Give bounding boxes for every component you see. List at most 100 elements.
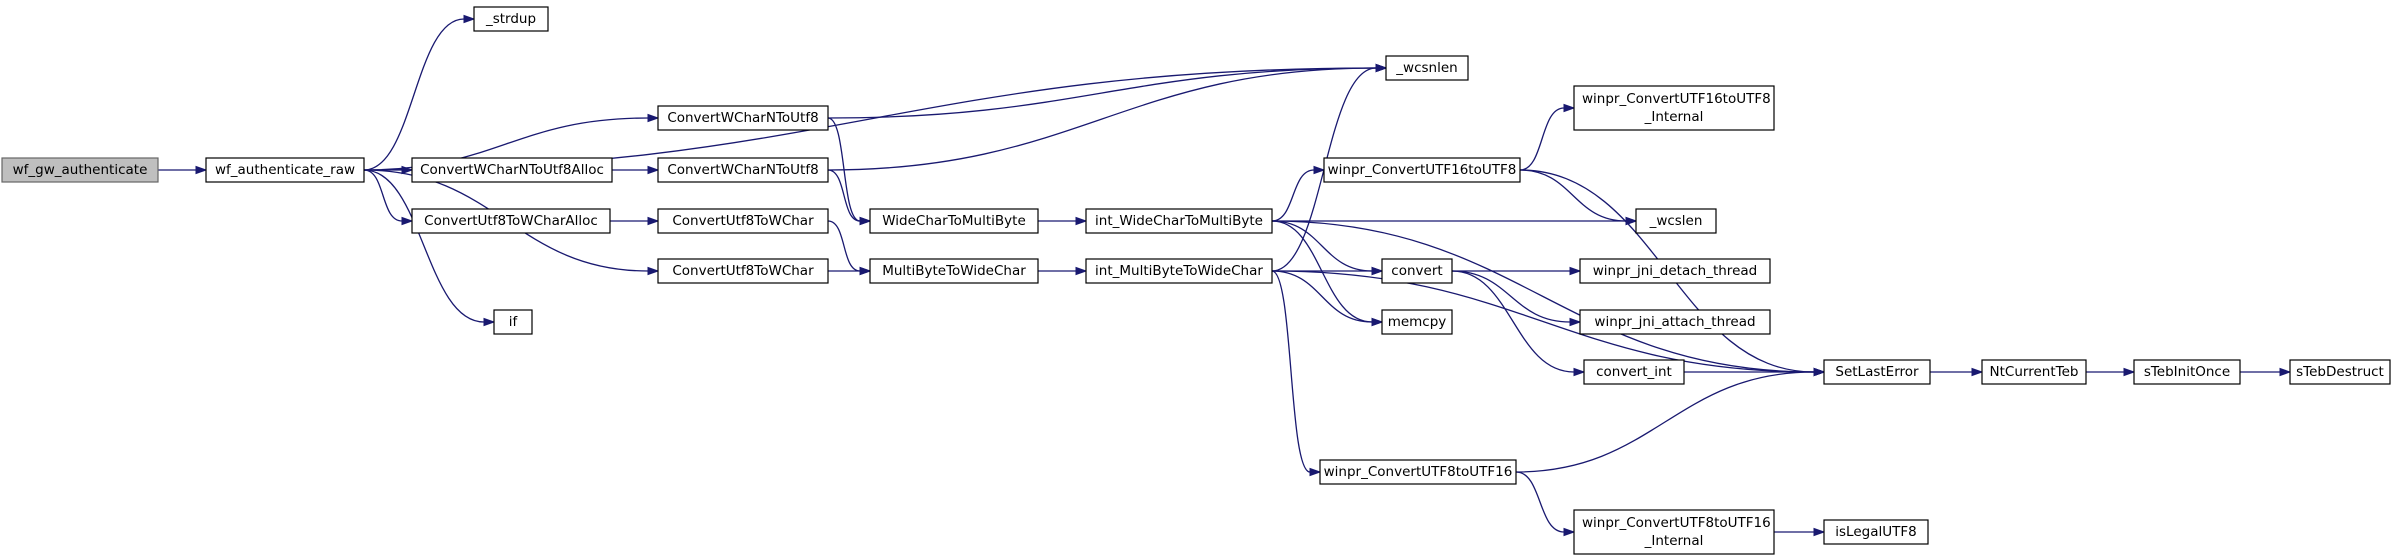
node-int-multibytetowidechar[interactable]: int_MultiByteToWideChar xyxy=(1085,258,1273,284)
arrowhead-icon xyxy=(647,165,660,175)
arrowhead-icon xyxy=(647,216,660,226)
node-box xyxy=(1573,509,1775,555)
arrowhead-icon xyxy=(1813,527,1826,537)
edge-line xyxy=(1271,270,1373,323)
node-label: SetLastError xyxy=(1835,364,1919,380)
arrowhead-icon xyxy=(1375,63,1388,73)
node-wf-authenticate-raw[interactable]: wf_authenticate_raw xyxy=(205,157,365,183)
node-islegalutf8[interactable]: isLegalUTF8 xyxy=(1823,519,1929,545)
edge-line xyxy=(1515,371,1815,473)
node-box xyxy=(1579,258,1771,284)
node-convertutf8towchar-b[interactable]: ConvertUtf8ToWChar xyxy=(657,258,829,284)
edge-convertwcharntoutf8-a-to-widechartomultibyte xyxy=(827,117,872,226)
arrowhead-icon xyxy=(859,266,872,276)
edge-convert-to-winpr-jni-detach-thread xyxy=(1451,266,1582,276)
node-box xyxy=(1323,157,1521,183)
node-widechartomultibyte[interactable]: WideCharToMultiByte xyxy=(869,208,1039,234)
arrowhead-icon xyxy=(2123,367,2136,377)
edge-winpr-convertutf8toutf16-to-winpr-convertutf8toutf16-internal xyxy=(1515,471,1576,537)
arrowhead-icon xyxy=(2279,367,2292,377)
node-box xyxy=(657,208,829,234)
node-label: winpr_jni_detach_thread xyxy=(1593,263,1757,279)
node-wcsnlen[interactable]: _wcsnlen xyxy=(1385,55,1469,81)
node-box xyxy=(1823,519,1929,545)
node-label: _strdup xyxy=(485,11,536,27)
node-box xyxy=(657,157,829,183)
node-box xyxy=(657,258,829,284)
arrowhead-icon xyxy=(1563,527,1576,537)
edge-line xyxy=(827,67,1377,171)
node-label: NtCurrentTeb xyxy=(1990,364,2079,380)
node-box xyxy=(205,157,365,183)
edge-winpr-convertutf16toutf8-to-winpr-convertutf16toutf8-internal xyxy=(1519,103,1576,171)
node-label: wf_gw_authenticate xyxy=(13,162,148,178)
node-if[interactable]: if xyxy=(493,309,533,335)
node-ntcurrentteb[interactable]: NtCurrentTeb xyxy=(1981,359,2087,385)
edge-line xyxy=(827,169,861,222)
node-label: winpr_jni_attach_thread xyxy=(1594,314,1755,330)
edge-winpr-convertutf8toutf16-to-setlasterror xyxy=(1515,367,1826,473)
edge-line xyxy=(1519,169,1627,222)
node-winpr-jni-detach-thread[interactable]: winpr_jni_detach_thread xyxy=(1579,258,1771,284)
node-box xyxy=(1381,258,1453,284)
node-box xyxy=(411,208,611,234)
node-convertutf8towcharalloc[interactable]: ConvertUtf8ToWCharAlloc xyxy=(411,208,611,234)
edge-winpr-convertutf16toutf8-to-wcslen xyxy=(1519,169,1638,226)
arrowhead-icon xyxy=(647,113,660,123)
node-box xyxy=(493,309,533,335)
node-box xyxy=(1823,359,1931,385)
node-winpr-convertutf16toutf8-internal[interactable]: winpr_ConvertUTF16toUTF8 _Internal xyxy=(1573,85,1775,131)
node-winpr-jni-attach-thread[interactable]: winpr_jni_attach_thread xyxy=(1579,309,1771,335)
node-setlasterror[interactable]: SetLastError xyxy=(1823,359,1931,385)
edge-line xyxy=(1451,270,1575,373)
node-convertwcharntoutf8-a[interactable]: ConvertWCharNToUtf8 xyxy=(657,105,829,131)
node-multibytetowidechar[interactable]: MultiByteToWideChar xyxy=(869,258,1039,284)
edge-wf-authenticate-raw-to-strdup xyxy=(363,14,476,171)
edge-convert-to-winpr-jni-attach-thread xyxy=(1451,270,1582,327)
node-winpr-convertutf8toutf16[interactable]: winpr_ConvertUTF8toUTF16 xyxy=(1319,459,1517,485)
edge-wf-gw-authenticate-to-wf-authenticate-raw xyxy=(158,165,208,175)
node-wcslen[interactable]: _wcslen xyxy=(1635,208,1717,234)
node-label: if xyxy=(509,314,519,330)
node-label: winpr_ConvertUTF16toUTF8 xyxy=(1582,91,1771,107)
node-convert-int[interactable]: convert_int xyxy=(1583,359,1685,385)
edge-line xyxy=(827,220,861,272)
node-label: _Internal xyxy=(1644,109,1704,125)
node-label: ConvertUtf8ToWChar xyxy=(672,213,814,229)
node-convertwcharntoutf8alloc[interactable]: ConvertWCharNToUtf8Alloc xyxy=(411,157,613,183)
node-memcpy[interactable]: memcpy xyxy=(1381,309,1453,335)
edge-line xyxy=(1519,107,1565,171)
node-convertwcharntoutf8-b[interactable]: ConvertWCharNToUtf8 xyxy=(657,157,829,183)
arrowhead-icon xyxy=(401,165,414,175)
edge-wf-authenticate-raw-to-convertutf8towcharalloc xyxy=(363,169,414,226)
arrowhead-icon xyxy=(1371,266,1384,276)
node-convertutf8towchar-a[interactable]: ConvertUtf8ToWChar xyxy=(657,208,829,234)
node-box xyxy=(1981,359,2087,385)
arrowhead-icon xyxy=(195,165,208,175)
node-label: sTebInitOnce xyxy=(2144,364,2230,380)
node-convert[interactable]: convert xyxy=(1381,258,1453,284)
edge-widechartomultibyte-to-int-widechartomultibyte xyxy=(1038,216,1088,226)
node-strdup[interactable]: _strdup xyxy=(473,6,549,32)
node-int-widechartomultibyte[interactable]: int_WideCharToMultiByte xyxy=(1085,208,1273,234)
node-stebdestruct[interactable]: sTebDestruct xyxy=(2289,359,2391,385)
node-winpr-convertutf8toutf16-internal[interactable]: winpr_ConvertUTF8toUTF16_Internal xyxy=(1573,509,1775,555)
node-box xyxy=(1,157,159,183)
node-winpr-convertutf16toutf8[interactable]: winpr_ConvertUTF16toUTF8 xyxy=(1323,157,1521,183)
arrowhead-icon xyxy=(401,216,414,226)
node-label: ConvertUtf8ToWCharAlloc xyxy=(424,213,598,229)
edge-int-multibytetowidechar-to-winpr-convertutf8toutf16 xyxy=(1271,270,1322,477)
node-label: ConvertWCharNToUtf8Alloc xyxy=(420,162,604,178)
node-wf-gw-authenticate[interactable]: wf_gw_authenticate xyxy=(1,157,159,183)
node-label: ConvertWCharNToUtf8 xyxy=(667,110,818,126)
node-box xyxy=(1319,459,1517,485)
node-stebinitonce[interactable]: sTebInitOnce xyxy=(2133,359,2241,385)
arrowhead-icon xyxy=(1313,165,1326,175)
node-box xyxy=(1583,359,1685,385)
edge-line xyxy=(1271,169,1315,222)
node-box xyxy=(411,157,613,183)
edge-convertutf8towchar-a-to-multibytetowidechar xyxy=(827,220,872,276)
arrowhead-icon xyxy=(1813,367,1826,377)
node-label: convert xyxy=(1391,263,1442,279)
